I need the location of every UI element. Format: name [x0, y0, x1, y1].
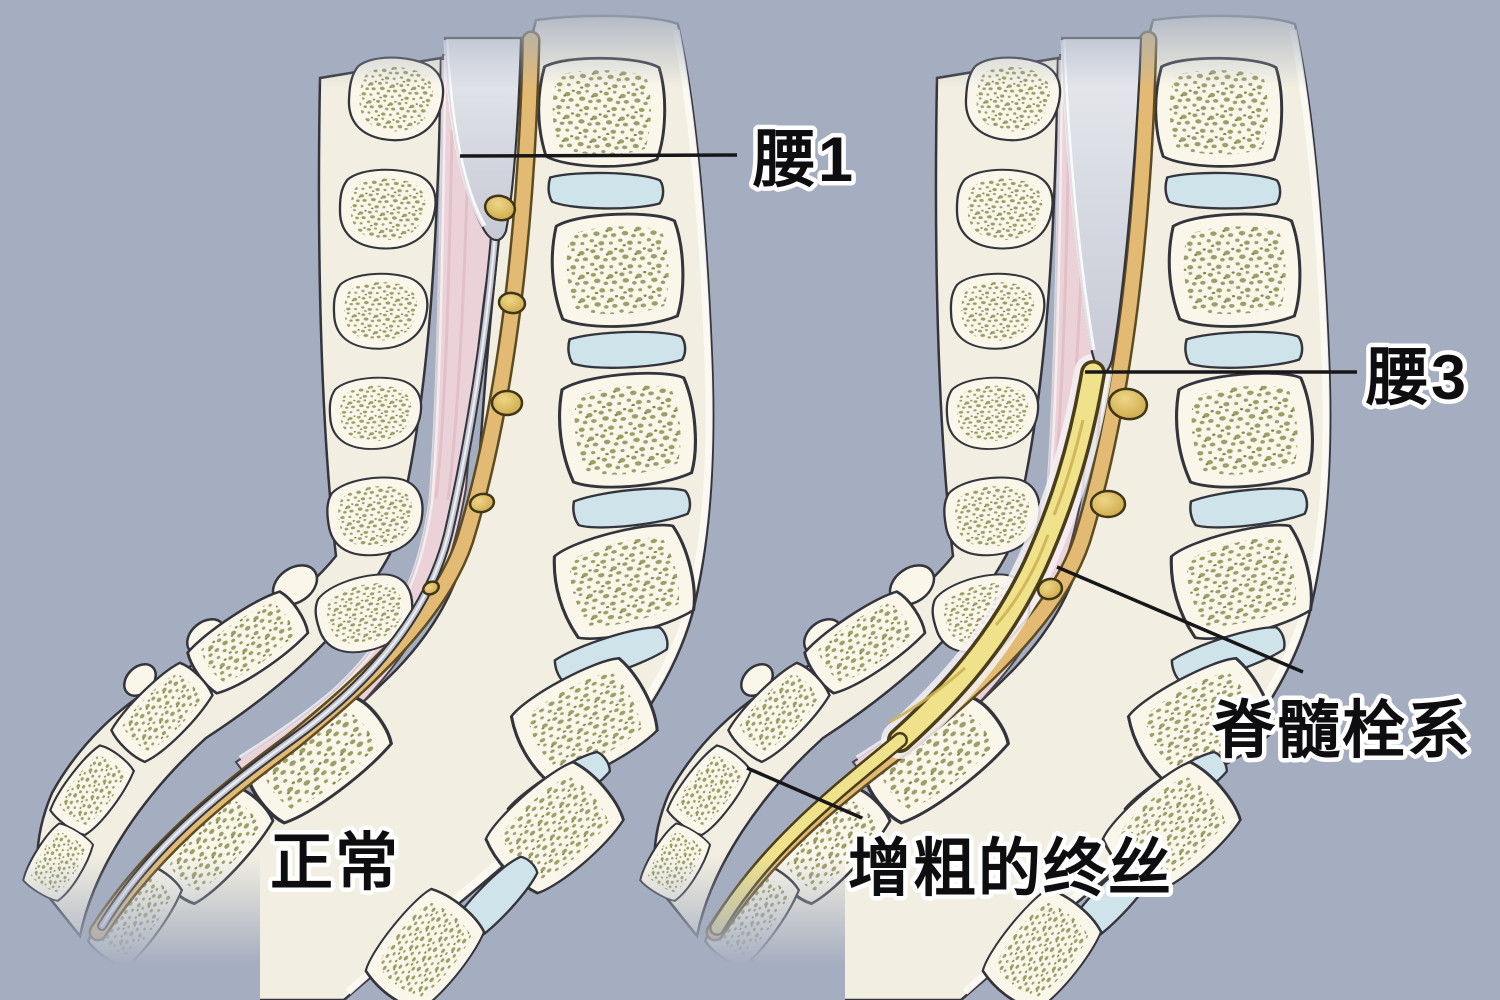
- nerve-root-blob: [1036, 577, 1064, 601]
- normal-spine-extras: [97, 36, 527, 931]
- dura-posterior-edge: [238, 59, 447, 761]
- vertebral-body: [554, 368, 701, 493]
- left-bottom-fade: [10, 855, 260, 1000]
- nerve-root-blob: [490, 389, 524, 417]
- label-thickened-filum: 增粗的终丝: [848, 834, 1173, 904]
- filum-highlight: [101, 235, 496, 927]
- nerve-root-blob: [422, 580, 440, 596]
- leader-line-lumbar1: [459, 153, 738, 158]
- cord-texture-wave: [889, 666, 966, 724]
- leader-line-tethered-cord: [1056, 565, 1304, 674]
- label-lumbar3: 腰3: [1366, 343, 1468, 413]
- spinous-process: [332, 271, 430, 351]
- vertebral-body: [549, 211, 686, 330]
- nerve-root-blob: [1089, 489, 1127, 519]
- label-lumbar1: 腰1: [753, 125, 855, 195]
- spine-base-illustration: [17, 14, 715, 1000]
- nerve-root-blob: [468, 492, 496, 514]
- spinous-process: [323, 472, 428, 561]
- muscle-striation: [446, 159, 470, 501]
- muscle-striation: [434, 129, 454, 499]
- nerve-root-blob: [483, 194, 517, 222]
- intervertebral-disc: [566, 328, 687, 371]
- tethered-spine-extras: [709, 36, 1149, 936]
- right-bottom-fade: [630, 855, 845, 1000]
- caption-normal: 正常: [270, 828, 400, 898]
- cord-texture-wave: [1052, 419, 1085, 516]
- leader-line-thickened-filum: [746, 766, 863, 820]
- nerve-root-blob: [1107, 387, 1149, 421]
- label-tethered-cord: 脊髓栓系: [1212, 696, 1472, 766]
- intervertebral-disc: [547, 170, 665, 211]
- nerve-root-blob: [497, 291, 527, 315]
- top-fade: [0, 0, 1500, 88]
- cord-texture-wave: [994, 534, 1050, 626]
